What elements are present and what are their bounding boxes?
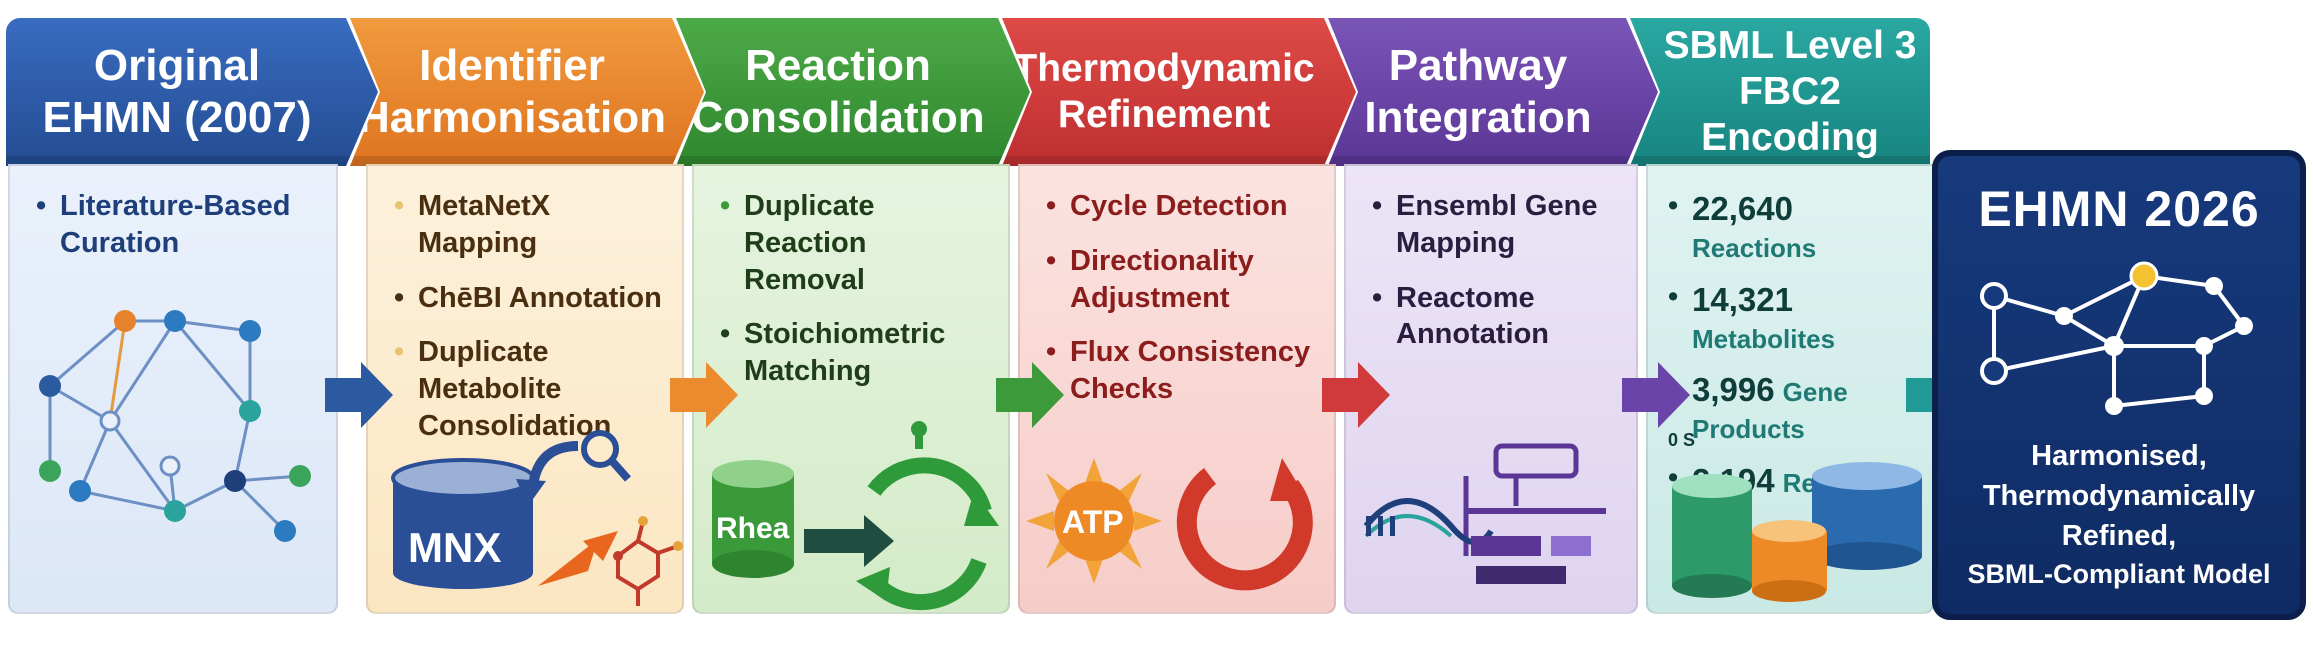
- final-model-box: EHMN 2026 Harmonised, Ther: [1932, 150, 2306, 620]
- stage-6-panel: •22,640 Reactions •14,321 Metabolites •3…: [1646, 164, 1934, 614]
- stage-2-bullet: •MetaNetX Mapping: [394, 190, 551, 259]
- stage-5-bullet: •Ensembl Gene Mapping: [1372, 190, 1598, 259]
- small-label: 0 S: [1668, 430, 1696, 450]
- stage-2-title-line1: Identifier: [419, 41, 605, 91]
- stage-5-panel: •Ensembl Gene Mapping •Reactome Annotati…: [1344, 164, 1638, 614]
- stage-1-header: Original EHMN (2007): [6, 18, 378, 166]
- stage-2-panel: •MetaNetX Mapping •ChēBI Annotation •Dup…: [366, 164, 684, 614]
- stage-2-header: Identifier Harmonisation: [350, 18, 704, 166]
- final-desc-line: SBML-Compliant Model: [1967, 559, 2271, 590]
- stage-6-header: SBML Level 3 FBC2 Encoding: [1630, 18, 1930, 166]
- final-desc-line: Refined,: [2061, 520, 2177, 553]
- stage-4-title-line2: Refinement: [1057, 93, 1271, 136]
- stage-4-panel: •Cycle Detection •Directionality Adjustm…: [1018, 164, 1336, 614]
- database-icon: [391, 458, 535, 589]
- stage-5-header: Pathway Integration: [1328, 18, 1658, 166]
- network-graph-icon: [39, 310, 311, 542]
- mnx-icon-label: MNX: [408, 524, 502, 571]
- stage-4-bullet: •Cycle Detection: [1046, 190, 1288, 222]
- network-icon: [1980, 261, 2253, 415]
- rhea-icon-label: Rhea: [716, 512, 790, 545]
- stage-3-header: Reaction Consolidation: [676, 18, 1030, 166]
- stage-3-bullet: •Duplicate Reaction Removal: [720, 190, 875, 296]
- stage-4-bullet: •Directionality Adjustment: [1046, 244, 1254, 314]
- stage-2-title-line2: Harmonisation: [357, 93, 667, 142]
- stat-item: •3,996 Gene Products: [1668, 371, 1848, 445]
- stage-1-title-line1: Original: [93, 41, 261, 91]
- loop-icon: [1176, 458, 1313, 591]
- stage-3-bullet: •Stoichiometric Matching: [720, 318, 946, 388]
- stage-3-title-line1: Reaction: [745, 41, 931, 91]
- stage-5-bullet: •Reactome Annotation: [1372, 281, 1550, 351]
- rhea-cylinder-icon: [712, 460, 794, 578]
- stage-2-bullet: •ChēBI Annotation: [394, 281, 662, 314]
- connector-arrow-icon: [325, 362, 393, 428]
- atp-sun-icon: [1026, 458, 1162, 584]
- stage-3-panel: •Duplicate Reaction Removal •Stoichiomet…: [692, 164, 1010, 614]
- stage-5-title-line1: Pathway: [1388, 41, 1568, 91]
- stage-1-title-line2: EHMN (2007): [42, 93, 312, 142]
- stage-3-title-line2: Consolidation: [691, 93, 985, 142]
- mapping-arrow-icon: [516, 430, 683, 606]
- gene-pathway-icon: [1363, 443, 1606, 584]
- stage-2-bullet: •Duplicate Metabolite Consolidation: [394, 336, 612, 443]
- final-model-title: EHMN 2026: [1978, 181, 2260, 237]
- stage-1-panel: •Literature-Based Curation: [8, 164, 338, 614]
- stage-1-bullet: •Literature-Based Curation: [36, 190, 291, 259]
- atp-icon-label: ATP: [1062, 504, 1124, 540]
- final-model-description: Harmonised, Thermodynamically Refined, S…: [1938, 436, 2300, 593]
- final-desc-line: Harmonised,: [2031, 440, 2207, 472]
- stage-6-title-line2: FBC2 Encoding: [1701, 69, 1879, 159]
- stat-item: •22,640 Reactions: [1668, 190, 1817, 263]
- stage-5-title-line2: Integration: [1364, 93, 1592, 142]
- connector-arrow-icon: [1322, 362, 1390, 428]
- database-stack-icon: [1672, 462, 1922, 602]
- stat-item: •14,321 Metabolites: [1668, 280, 1836, 354]
- connector-arrow-icon: [996, 362, 1064, 428]
- stage-4-header: Thermodynamic Refinement: [1002, 18, 1356, 166]
- stage-4-bullet: •Flux Consistency Checks: [1046, 336, 1311, 406]
- cycle-arrows-icon: [804, 421, 999, 611]
- connector-arrow-icon: [670, 362, 738, 428]
- stage-6-title-line1: SBML Level 3: [1663, 23, 1917, 67]
- stage-4-title-line1: Thermodynamic: [1013, 46, 1315, 90]
- connector-arrow-icon: [1622, 362, 1690, 428]
- final-desc-line: Thermodynamically: [1982, 480, 2256, 513]
